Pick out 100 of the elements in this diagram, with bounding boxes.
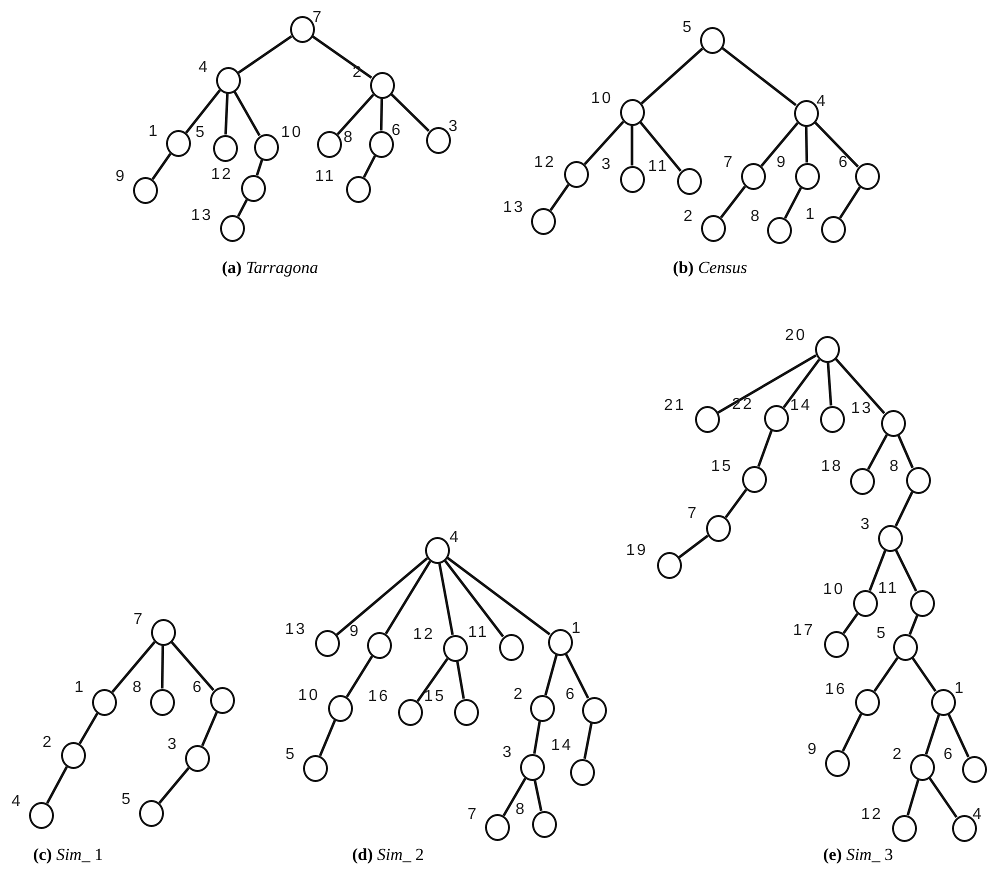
node-label: 3	[448, 119, 460, 135]
node-label: 10	[823, 582, 845, 598]
tree-edge	[201, 712, 218, 746]
tree-edge	[814, 121, 859, 168]
tree-edge	[911, 657, 937, 692]
tree-edge	[233, 90, 261, 136]
node-label: 21	[664, 398, 686, 414]
tree-edge	[724, 488, 748, 518]
node-label: 8	[132, 680, 144, 696]
node-label: 7	[312, 10, 324, 26]
node-label: 5	[682, 20, 694, 36]
node-label: 1	[148, 124, 160, 140]
tree-edge	[839, 186, 861, 219]
tree-edge	[924, 714, 940, 755]
tree-edge	[721, 46, 797, 106]
node-label: 4	[450, 530, 460, 546]
tree-edge	[46, 766, 68, 804]
node-label: 2	[684, 209, 694, 225]
tree-edge	[534, 780, 542, 812]
tree-edge	[784, 187, 802, 219]
node-label: 2	[514, 687, 524, 703]
tree-edge	[868, 550, 886, 591]
node-label: 1	[806, 207, 816, 223]
tree-edge	[584, 120, 624, 166]
node-label: 13	[851, 401, 873, 417]
node-label: 4	[816, 94, 828, 110]
tree-edge	[897, 434, 914, 468]
node-label: 4	[198, 60, 210, 76]
tree-edge	[550, 184, 570, 211]
node-label: 16	[825, 682, 847, 698]
node-label: 12	[413, 627, 435, 643]
node-label: 2	[892, 747, 904, 763]
tree-edge	[318, 720, 336, 756]
node-label: 5	[196, 125, 206, 141]
tree-edge	[894, 549, 918, 592]
subfigure-caption: (d) Sim_ 2	[352, 845, 424, 865]
tree-edge	[639, 121, 682, 172]
tree-edge	[185, 89, 221, 134]
node-label: 3	[168, 737, 178, 753]
node-label: 6	[838, 155, 850, 171]
tree-edge	[544, 654, 558, 696]
node-label: 8	[890, 459, 900, 475]
node-label: 1	[74, 680, 86, 696]
tree-edge	[894, 491, 914, 527]
tree-edge	[720, 186, 746, 218]
subfigure-caption: (a) Tarragona	[222, 258, 318, 278]
node-label: 13	[191, 208, 213, 224]
tree-edge	[842, 612, 858, 634]
tree-edge	[804, 126, 808, 163]
node-label: 11	[648, 159, 669, 175]
node-label: 3	[860, 517, 872, 533]
node-label: 8	[344, 130, 354, 146]
tree-edge	[906, 780, 920, 816]
tree-edge	[170, 641, 214, 691]
tree-edge	[438, 562, 454, 636]
tree-edge	[158, 767, 190, 804]
node-label: 16	[368, 689, 390, 705]
tree-edge	[678, 534, 709, 558]
tree-edge	[380, 98, 384, 131]
tree-edge	[336, 557, 428, 636]
subfigure-caption: (e) Sim_ 3	[823, 845, 893, 865]
tree-edge	[312, 35, 372, 79]
tree-edge	[873, 657, 899, 692]
tree-edge	[583, 722, 593, 760]
tree-edge	[564, 653, 590, 699]
node-label: 1	[572, 621, 582, 637]
node-label: 15	[424, 689, 446, 705]
tree-edge	[908, 615, 918, 635]
node-label: 20	[785, 328, 807, 344]
node-label: 7	[688, 506, 698, 522]
node-label: 3	[502, 745, 514, 761]
tree-edge	[160, 645, 164, 689]
tree-edge	[416, 658, 448, 702]
node-label: 6	[566, 687, 576, 703]
tree-edge	[444, 560, 504, 638]
node-label: 8	[750, 209, 762, 225]
node-label: 10	[298, 688, 320, 704]
node-label: 11	[878, 581, 899, 597]
node-label: 9	[350, 624, 360, 640]
node-label: 17	[793, 623, 815, 639]
node-label: 9	[808, 742, 818, 758]
tree-edge	[533, 721, 541, 754]
node-label: 22	[732, 397, 754, 413]
node-label: 19	[626, 543, 648, 559]
node-label: 10	[281, 125, 303, 141]
tree-edge	[630, 126, 634, 166]
tree-edge	[390, 93, 430, 132]
tree-edge	[842, 713, 862, 752]
tree-edge	[640, 48, 704, 104]
tree-edge	[928, 777, 958, 818]
subfigure-caption: (b) Census	[672, 258, 748, 278]
tree-edge	[384, 560, 432, 634]
tree-edge	[757, 430, 773, 467]
tree-edge	[502, 778, 526, 816]
tree-edge	[867, 434, 888, 470]
node-label: 6	[944, 747, 954, 763]
node-label: 12	[211, 167, 233, 183]
tree-edge	[782, 358, 820, 408]
tree-edge	[336, 94, 374, 136]
node-label: 11	[468, 625, 489, 641]
